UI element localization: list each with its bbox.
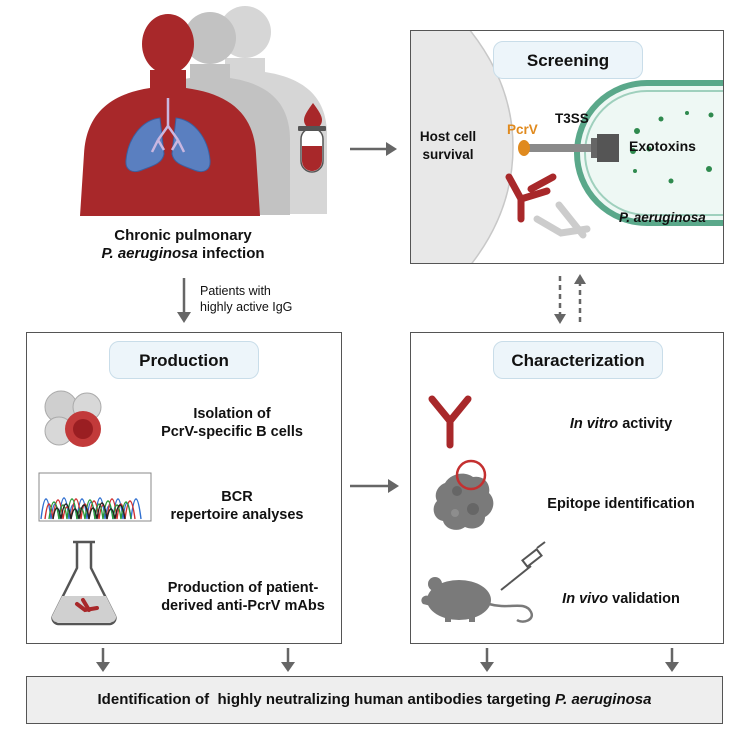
characterization-panel: Characterization In vitro activity Epito… (410, 332, 724, 644)
production-step3-line2: derived anti-PcrV mAbs (161, 598, 325, 614)
pcrv-tip (518, 140, 530, 156)
test-tube-icon (298, 126, 326, 173)
patient-title: Chronic pulmonary P. aeruginosa infectio… (68, 227, 298, 263)
bacterium-shape (574, 80, 723, 226)
bacterium-label: P. aeruginosa (619, 210, 706, 225)
antibody-icon (428, 395, 472, 449)
host-cell-line1: Host cell (419, 129, 477, 144)
in-vivo-text: In vivo (562, 591, 609, 607)
in-vitro-text: In vitro (569, 416, 619, 432)
patient-arrow-label: Patients with highly active IgG (200, 283, 292, 315)
exotoxins-label: Exotoxins (629, 138, 696, 154)
host-cell-label: Host cell survival (411, 128, 485, 164)
characterization-step3: In vivo validation (521, 590, 721, 608)
host-cell-shape (411, 31, 514, 263)
production-title: Production (109, 341, 259, 379)
patient-title-line2: P. aeruginosa infection (68, 245, 298, 263)
production-step1-line1: Isolation of (193, 406, 271, 422)
production-step1: Isolation of PcrV-specific B cells (132, 405, 332, 441)
t3ss-label: T3SS (555, 111, 589, 126)
conclusion-text: Identification of highly neutralizing hu… (97, 691, 556, 708)
activity-text: activity (618, 416, 673, 432)
validation-text: validation (608, 591, 680, 607)
syringe-icon (500, 541, 546, 591)
screening-panel: Screening Host cell survival PcrV T3SS E… (410, 30, 724, 264)
arrow-label-line2: highly active IgG (200, 300, 293, 314)
antibody-gray-icon (533, 201, 591, 239)
characterization-step1: In vitro activity (521, 415, 721, 433)
production-step3: Production of patient- derived anti-PcrV… (145, 579, 341, 615)
protein-structure-icon (433, 459, 494, 530)
screening-illustration (411, 31, 723, 263)
screening-title: Screening (493, 41, 643, 79)
patient-title-rest: infection (197, 245, 265, 262)
conclusion-banner: Identification of highly neutralizing hu… (26, 676, 723, 724)
characterization-step2: Epitope identification (547, 496, 695, 512)
t3ss-needle (521, 144, 601, 152)
b-cells-icon (44, 390, 102, 447)
production-step2-line2: repertoire analyses (170, 507, 304, 523)
patient-title-line1: Chronic pulmonary (114, 227, 252, 244)
production-panel: Production Isolation of PcrV-specific B … (26, 332, 342, 644)
antibody-red-icon (505, 173, 557, 223)
production-step2-line1: BCR (221, 489, 253, 505)
production-step2: BCR repertoire analyses (137, 488, 337, 524)
flask-icon (51, 540, 117, 626)
conclusion-species: P. aeruginosa (555, 691, 652, 708)
production-step1-line2: PcrV-specific B cells (161, 424, 303, 440)
host-cell-line2: survival (422, 147, 474, 162)
blood-drop-icon (304, 103, 322, 129)
mouse-icon (421, 541, 546, 623)
species-name: P. aeruginosa (101, 245, 198, 262)
characterization-title: Characterization (493, 341, 663, 379)
arrow-label-line1: Patients with (200, 284, 271, 298)
sequencing-chromatogram-icon (38, 472, 152, 522)
production-step3-line1: Production of patient- (167, 580, 319, 596)
pcrv-label: PcrV (507, 122, 538, 137)
